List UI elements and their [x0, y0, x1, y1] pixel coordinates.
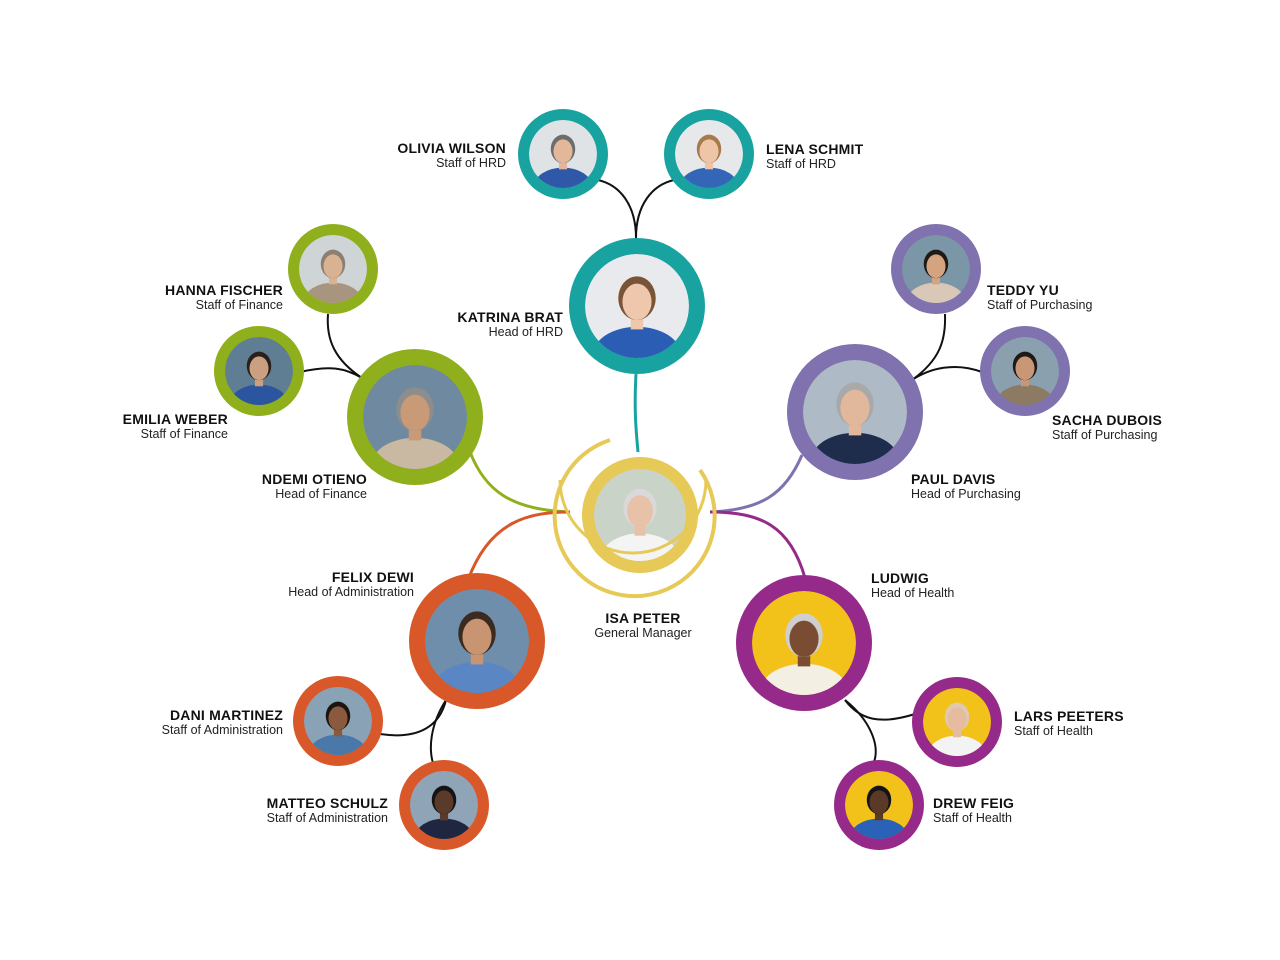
node-fin-2: [214, 326, 304, 416]
role-adm-head: Head of Administration: [288, 585, 414, 600]
avatar-photo-hea-head: [752, 591, 856, 695]
role-pur-2: Staff of Purchasing: [1052, 428, 1158, 443]
label-adm-1: DANI MARTINEZ Staff of Administration: [83, 707, 283, 737]
avatar-photo-pur-2: [991, 337, 1059, 405]
role-hrd-head: Head of HRD: [488, 325, 563, 340]
name-hrd-head: KATRINA BRAT: [457, 309, 563, 325]
connector-hrd-olivia: [597, 179, 637, 239]
name-adm-2: MATTEO SCHULZ: [266, 795, 388, 811]
node-hea-1: [912, 677, 1002, 767]
avatar-photo-hrd-head: [585, 254, 689, 358]
avatar-photo-pur-head: [803, 360, 907, 464]
node-hrd-1: [518, 109, 608, 199]
connector-gm-health: [709, 510, 807, 579]
node-adm-head: [409, 573, 545, 709]
label-hrd-head: KATRINA BRAT Head of HRD: [373, 309, 563, 339]
node-fin-head: [347, 349, 483, 485]
role-hea-head: Head of Health: [871, 586, 955, 601]
avatar-photo-adm-2: [410, 771, 478, 839]
connector-gm-purchasing: [709, 454, 804, 514]
avatar-photo-adm-1: [304, 687, 372, 755]
avatar-photo-hea-1: [923, 688, 991, 756]
node-hea-2: [834, 760, 924, 850]
role-hea-2: Staff of Health: [933, 811, 1012, 826]
label-hea-head: LUDWIG Head of Health: [871, 570, 1071, 600]
role-hrd-1: Staff of HRD: [436, 156, 506, 171]
avatar-photo-hrd-2: [675, 120, 743, 188]
role-fin-1: Staff of Finance: [195, 298, 283, 313]
name-pur-head: PAUL DAVIS: [911, 471, 996, 487]
name-hea-head: LUDWIG: [871, 570, 929, 586]
name-adm-1: DANI MARTINEZ: [169, 707, 283, 723]
label-gm: ISA PETER General Manager: [563, 610, 723, 640]
connector-pur-teddy: [911, 313, 947, 381]
name-fin-head: NDEMI OTIENO: [261, 471, 367, 487]
node-adm-1: [293, 676, 383, 766]
label-fin-1: HANNA FISCHER Staff of Finance: [93, 282, 283, 312]
name-hrd-1: OLIVIA WILSON: [397, 140, 506, 156]
role-gm: General Manager: [594, 626, 692, 641]
connector-fin-hanna: [326, 313, 363, 379]
role-fin-2: Staff of Finance: [140, 427, 228, 442]
label-pur-head: PAUL DAVIS Head of Purchasing: [911, 471, 1111, 501]
node-hea-head: [736, 575, 872, 711]
role-pur-head: Head of Purchasing: [911, 487, 1021, 502]
connector-hrd-lena: [635, 179, 675, 239]
connector-pur-sacha: [911, 365, 983, 381]
name-hea-1: LARS PEETERS: [1014, 708, 1124, 724]
role-hrd-2: Staff of HRD: [766, 157, 836, 172]
role-hea-1: Staff of Health: [1014, 724, 1093, 739]
avatar-photo-fin-2: [225, 337, 293, 405]
name-fin-1: HANNA FISCHER: [165, 282, 283, 298]
gm-swirl-inner: [558, 479, 708, 555]
avatar-photo-gm: [594, 469, 686, 561]
name-hrd-2: LENA SCHMIT: [766, 141, 864, 157]
avatar-photo-fin-1: [299, 235, 367, 303]
node-pur-head: [787, 344, 923, 480]
avatar-photo-pur-1: [902, 235, 970, 303]
label-fin-head: NDEMI OTIENO Head of Finance: [177, 471, 367, 501]
node-hrd-head: [569, 238, 705, 374]
name-pur-2: SACHA DUBOIS: [1052, 412, 1162, 428]
connector-hea-drew: [844, 699, 877, 763]
label-fin-2: EMILIA WEBER Staff of Finance: [38, 411, 228, 441]
connector-adm-dani: [379, 699, 447, 737]
label-hea-2: DREW FEIG Staff of Health: [933, 795, 1133, 825]
node-pur-1: [891, 224, 981, 314]
role-adm-1: Staff of Administration: [161, 723, 283, 738]
node-fin-1: [288, 224, 378, 314]
connector-fin-emilia: [299, 367, 363, 379]
connectors-staff: [299, 179, 983, 767]
role-pur-1: Staff of Purchasing: [987, 298, 1093, 313]
connector-adm-matteo: [429, 699, 447, 767]
node-hrd-2: [664, 109, 754, 199]
label-pur-2: SACHA DUBOIS Staff of Purchasing: [1052, 412, 1252, 442]
label-hea-1: LARS PEETERS Staff of Health: [1014, 708, 1214, 738]
name-gm: ISA PETER: [605, 610, 681, 626]
label-hrd-2: LENA SCHMIT Staff of HRD: [766, 141, 956, 171]
label-hrd-1: OLIVIA WILSON Staff of HRD: [316, 140, 506, 170]
label-adm-2: MATTEO SCHULZ Staff of Administration: [188, 795, 388, 825]
node-adm-2: [399, 760, 489, 850]
name-pur-1: TEDDY YU: [987, 282, 1059, 298]
avatar-photo-adm-head: [425, 589, 529, 693]
connector-hea-lars: [844, 699, 916, 721]
name-fin-2: EMILIA WEBER: [122, 411, 228, 427]
node-pur-2: [980, 326, 1070, 416]
avatar-photo-hea-2: [845, 771, 913, 839]
gm-swirl-outer: [552, 438, 717, 599]
role-fin-head: Head of Finance: [275, 487, 367, 502]
node-gm: [582, 457, 698, 573]
label-pur-1: TEDDY YU Staff of Purchasing: [987, 282, 1187, 312]
avatar-photo-fin-head: [363, 365, 467, 469]
avatar-photo-hrd-1: [529, 120, 597, 188]
label-adm-head: FELIX DEWI Head of Administration: [214, 569, 414, 599]
name-adm-head: FELIX DEWI: [331, 569, 414, 585]
connector-gm-hrd: [633, 373, 640, 453]
role-adm-2: Staff of Administration: [266, 811, 388, 826]
name-hea-2: DREW FEIG: [933, 795, 1015, 811]
connector-gm-finance: [468, 451, 571, 514]
